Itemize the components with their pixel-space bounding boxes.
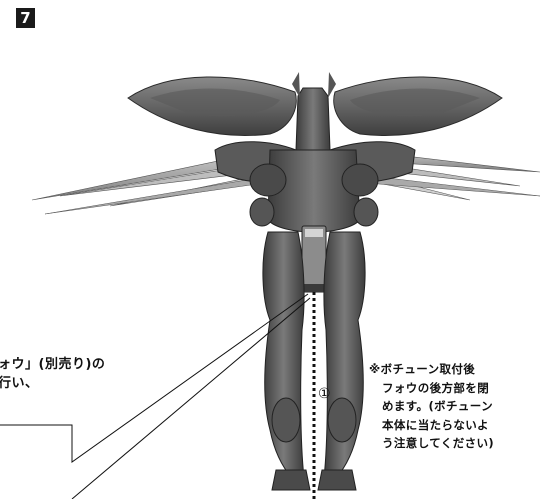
right-upper-wing [333, 76, 503, 136]
right-note-line-5: う注意してください) [382, 436, 495, 450]
right-note-line-2: フォウの後方部を閉 [382, 380, 490, 395]
right-caution-note: ※ボチューン取付後 フォウの後方部を閉 めます。(ボチューン 本体に当たらないよ… [369, 360, 494, 453]
right-note-line-1: ※ボチューン取付後 [369, 362, 476, 376]
leader-line-upper [0, 293, 309, 463]
left-note-line-2: 行い、 [0, 376, 39, 391]
right-note-line-4: 本体に当たらないよ [382, 417, 489, 432]
left-note-line-1: ォウ」(別売り)の [0, 357, 106, 372]
step-number-badge: 7 [16, 8, 35, 28]
backpack-unit [301, 225, 327, 293]
left-upper-wing [127, 76, 297, 136]
leader-line-lower [71, 297, 311, 499]
step-marker-1: ① [318, 386, 331, 402]
right-leg [317, 231, 366, 491]
robot-head [292, 72, 336, 151]
right-note-line-3: めます。(ボチューン [382, 399, 494, 413]
robot-torso [214, 141, 416, 233]
left-instruction-note: ォウ」(別売り)の 行い、 [0, 355, 105, 393]
step-number: 7 [20, 9, 31, 27]
left-leg [262, 231, 311, 491]
